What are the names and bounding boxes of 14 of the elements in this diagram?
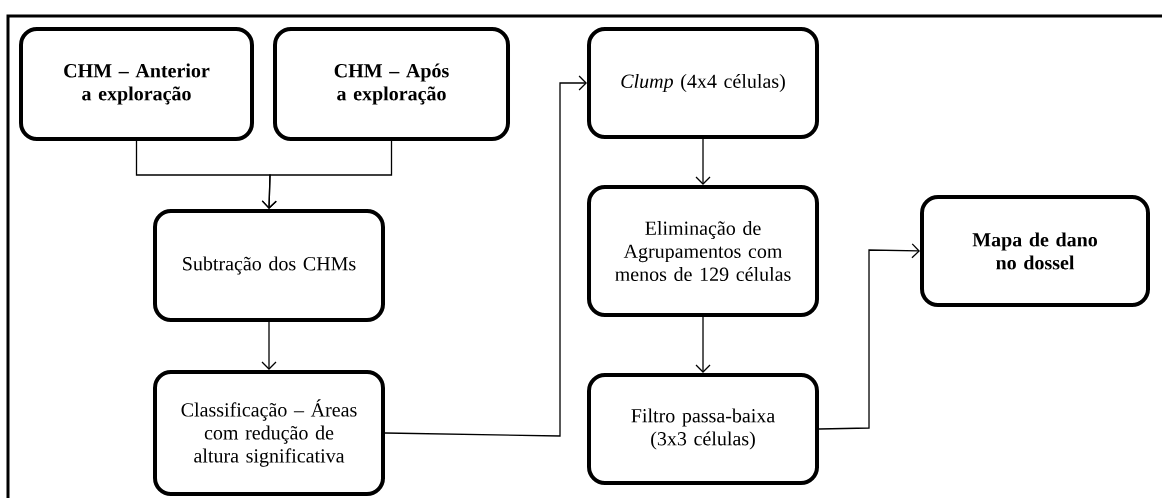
process-box: Filtro passa-baixa (3x3 células) xyxy=(587,373,819,485)
process-box: Clump (4x4 células) xyxy=(587,27,819,139)
process-box: CHM – Após a exploração xyxy=(273,27,510,141)
arrow xyxy=(818,243,920,430)
arrow xyxy=(384,75,587,437)
process-box: Classificação – Áreas com redução de altura significativa xyxy=(153,370,385,496)
process-box: Subtração dos CHMs xyxy=(153,209,385,322)
process-box: Eliminação de Agrupamentos com menos de 129 células xyxy=(587,185,819,317)
process-box: CHM – Anterior a exploração xyxy=(19,27,254,141)
process-box: Mapa de dano no dossel xyxy=(920,195,1150,307)
arrow xyxy=(261,321,277,370)
arrow xyxy=(695,138,711,185)
arrow xyxy=(261,140,393,209)
arrow xyxy=(695,316,711,373)
